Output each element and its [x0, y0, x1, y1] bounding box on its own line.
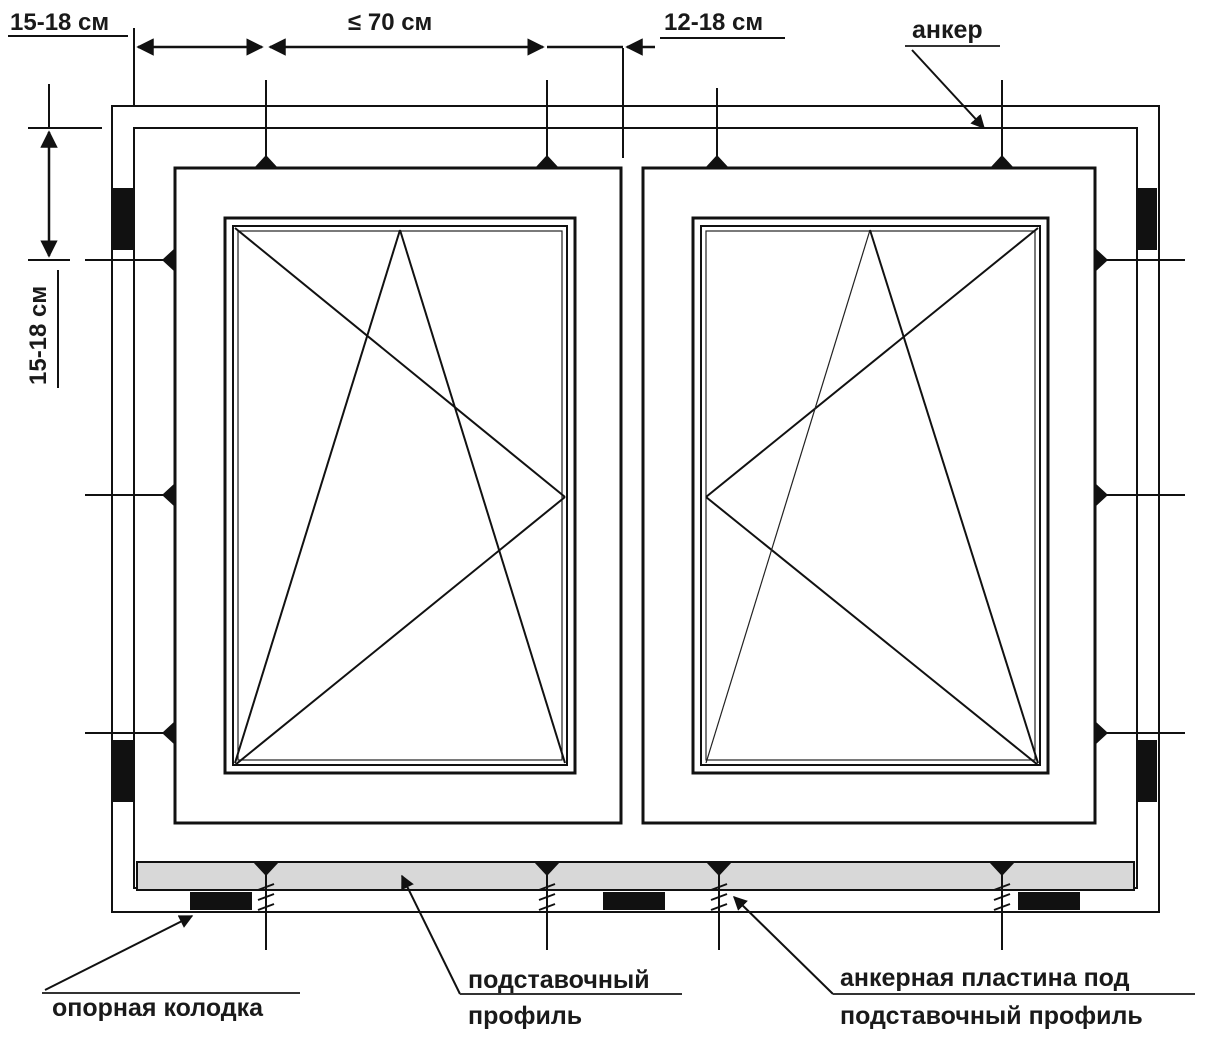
dim-left-vertical: 15-18 см	[25, 286, 52, 385]
left-side-anchors	[85, 248, 175, 745]
anchor-callout: анкер	[905, 16, 1000, 130]
label-anchor: анкер	[912, 16, 983, 44]
label-support-profile-line2: профиль	[468, 1002, 582, 1030]
side-spacer-blocks	[113, 188, 1157, 802]
right-side-anchors	[1095, 248, 1185, 745]
right-sash-opening-lines	[705, 227, 1039, 766]
label-anchor-plate-line1: анкерная пластина под	[840, 964, 1130, 992]
support-profile	[136, 861, 1135, 891]
left-sash	[223, 216, 577, 775]
dim-top-right: 12-18 см	[664, 9, 763, 36]
support-blocks	[190, 892, 1080, 910]
anchor-plate-callout: анкерная пластина под подставочный профи…	[733, 896, 1195, 1030]
support-block-callout: опорная колодка	[42, 915, 300, 1022]
top-anchors	[254, 48, 1014, 168]
dim-top-middle: ≤ 70 см	[348, 9, 432, 36]
label-anchor-plate-line2: подставочный профиль	[840, 1002, 1143, 1030]
dim-top-left: 15-18 см	[10, 9, 109, 36]
right-sash	[691, 216, 1050, 775]
left-dimension-lines	[28, 84, 102, 388]
label-support-profile-line1: подставочный	[468, 966, 650, 994]
anchor-plates	[253, 862, 1015, 950]
support-profile-callout: подставочный профиль	[401, 874, 682, 1030]
left-sash-opening-lines	[234, 227, 566, 766]
top-dimension-lines	[8, 28, 785, 106]
label-support-block: опорная колодка	[52, 994, 264, 1022]
